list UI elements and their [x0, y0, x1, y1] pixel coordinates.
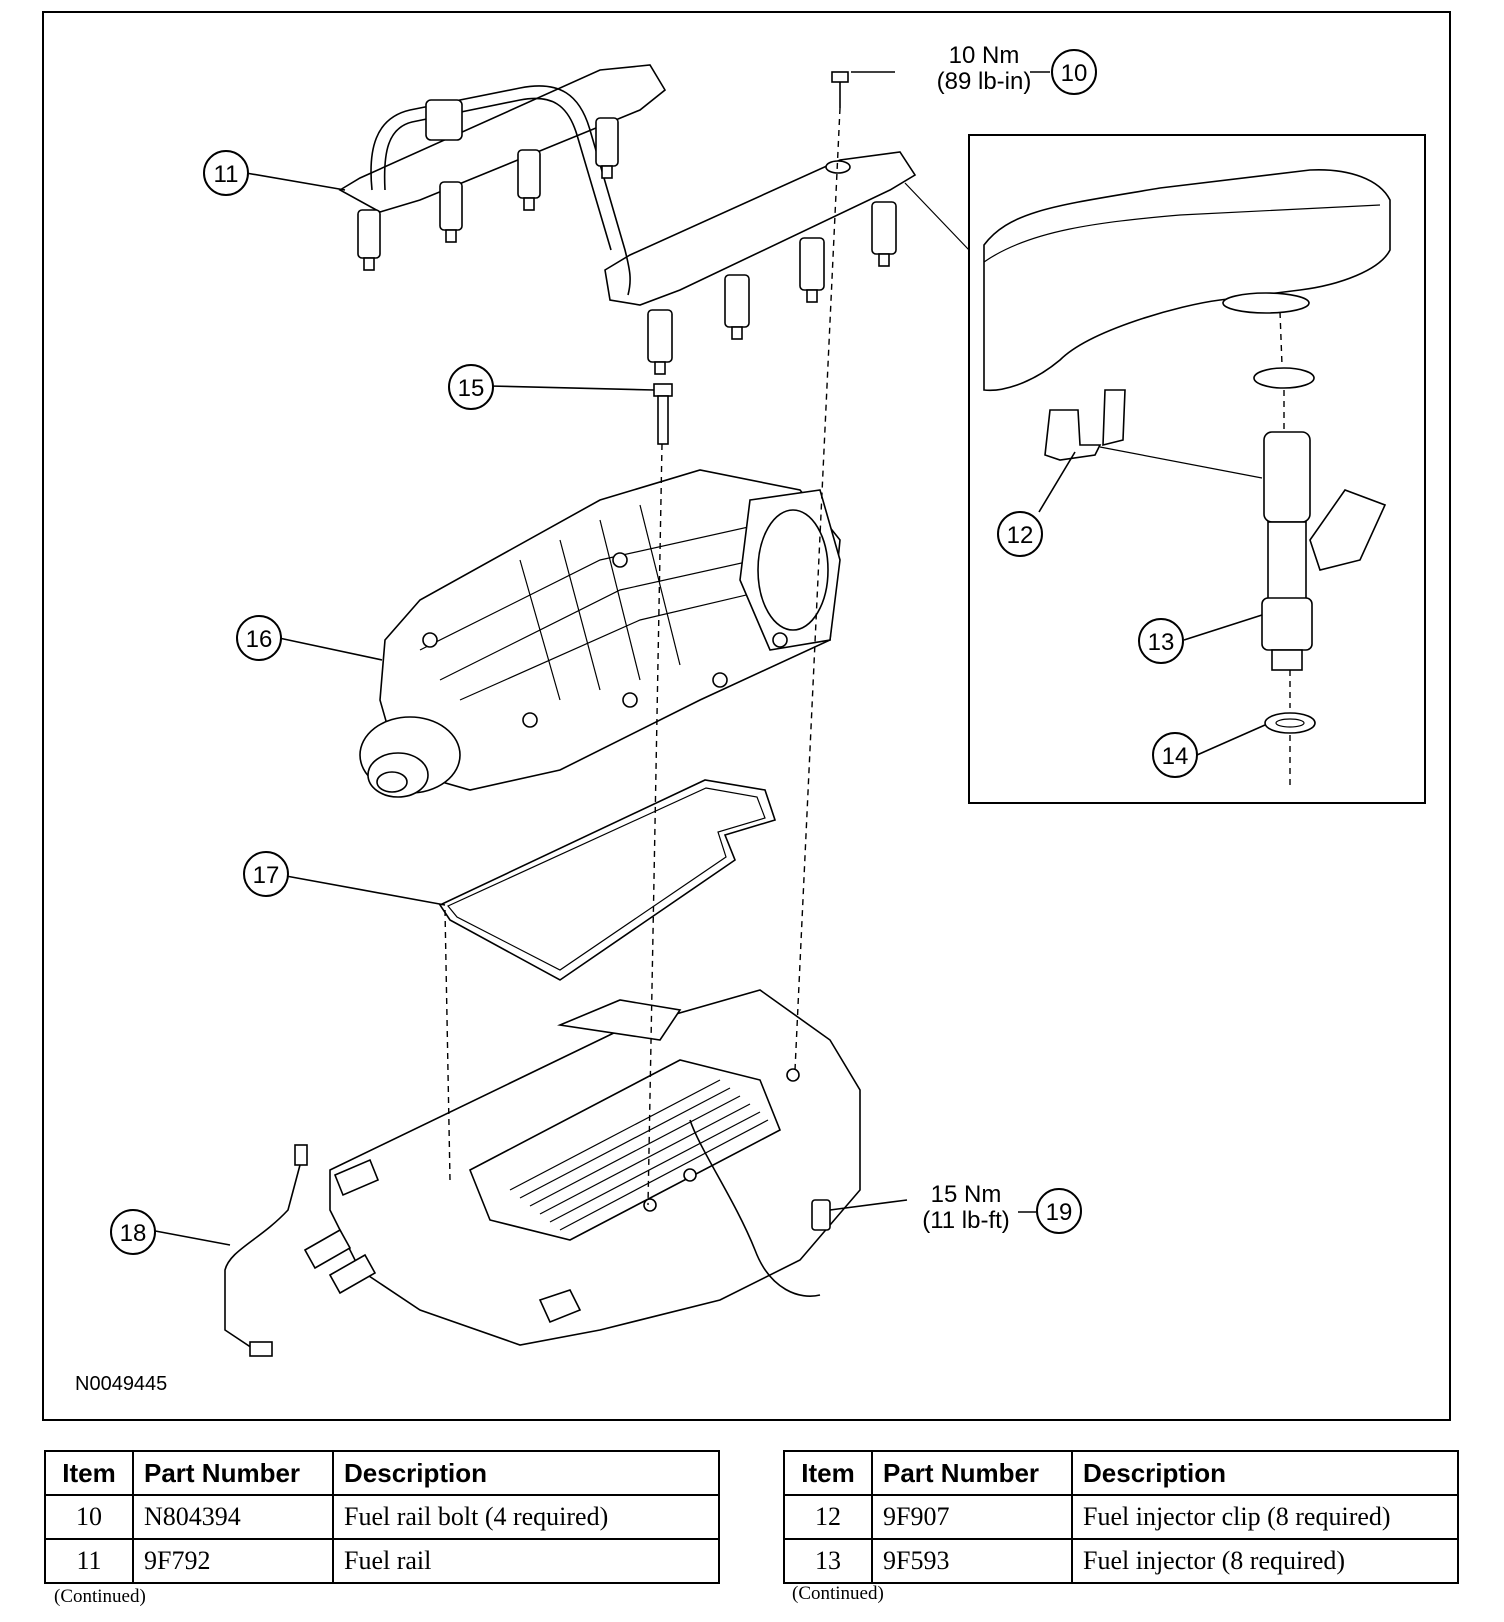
cell-part-number: N804394 [132, 1494, 334, 1540]
temperature-sensor [689, 1119, 908, 1297]
header-item: Item [783, 1450, 873, 1496]
cell-item: 12 [783, 1494, 873, 1540]
callout-circles: 10 11 12 13 14 15 16 17 18 19 [110, 49, 1198, 1255]
callout-10 [1051, 49, 1097, 95]
svg-text:13: 13 [1148, 629, 1175, 656]
svg-text:18: 18 [120, 1220, 147, 1247]
table-row: 11 9F792 Fuel rail [44, 1538, 720, 1584]
svg-text:(89 lb-in): (89 lb-in) [937, 68, 1032, 95]
callout-16 [236, 615, 282, 661]
header-description: Description [1071, 1450, 1459, 1496]
table-row: 12 9F907 Fuel injector clip (8 required) [783, 1494, 1459, 1540]
figure-reference-code: N0049445 [75, 1373, 167, 1395]
cell-part-number: 9F792 [132, 1538, 334, 1584]
supercharger-bolt [653, 383, 673, 445]
callout-13 [1138, 618, 1184, 664]
torque-spec-10: 10 Nm (89 lb-in) [937, 42, 1032, 95]
header-part-number: Part Number [132, 1450, 334, 1496]
intake-manifold [303, 989, 861, 1346]
cell-item: 11 [44, 1538, 134, 1584]
fuel-rail [338, 64, 917, 375]
callout-19 [1036, 1188, 1082, 1234]
svg-text:10 Nm: 10 Nm [949, 42, 1020, 69]
callout-15 [448, 364, 494, 410]
cell-item: 13 [783, 1538, 873, 1584]
svg-text:15: 15 [458, 375, 485, 402]
cell-description: Fuel injector clip (8 required) [1071, 1494, 1459, 1540]
header-description: Description [332, 1450, 720, 1496]
svg-text:12: 12 [1007, 522, 1034, 549]
exploded-diagram-frame [42, 11, 1451, 1421]
cell-description: Fuel injector (8 required) [1071, 1538, 1459, 1584]
sensor-harness [149, 1144, 308, 1357]
header-item: Item [44, 1450, 134, 1496]
callout-11 [203, 150, 249, 196]
exploded-diagram: 10 11 12 13 14 15 16 17 18 19 10 Nm (89 … [75, 42, 1426, 1395]
table-row: 10 N804394 Fuel rail bolt (4 required) [44, 1494, 720, 1540]
supercharger-gasket [438, 779, 777, 981]
callout-12 [997, 511, 1043, 557]
header-part-number: Part Number [871, 1450, 1073, 1496]
parts-table-right: Item Part Number Description 12 9F907 Fu… [783, 1450, 1459, 1584]
continued-note-left: (Continued) [54, 1586, 146, 1607]
callout-leaders [245, 71, 1266, 1213]
callout-14 [1152, 732, 1198, 778]
svg-text:17: 17 [253, 862, 280, 889]
cell-item: 10 [44, 1494, 134, 1540]
svg-text:16: 16 [246, 626, 273, 653]
continued-note-right: (Continued) [792, 1583, 884, 1604]
svg-text:10: 10 [1061, 60, 1088, 87]
cell-part-number: 9F593 [871, 1538, 1073, 1584]
supercharger [359, 469, 841, 798]
callout-17 [243, 851, 289, 897]
svg-text:19: 19 [1046, 1199, 1073, 1226]
cell-description: Fuel rail bolt (4 required) [332, 1494, 720, 1540]
svg-text:11: 11 [214, 161, 239, 188]
svg-text:15 Nm: 15 Nm [931, 1181, 1002, 1208]
cell-part-number: 9F907 [871, 1494, 1073, 1540]
callout-18 [110, 1209, 156, 1255]
injector-detail-inset [904, 134, 1426, 804]
parts-table-left: Item Part Number Description 10 N804394 … [44, 1450, 720, 1584]
table-row: 13 9F593 Fuel injector (8 required) [783, 1538, 1459, 1584]
svg-text:(11 lb-ft): (11 lb-ft) [922, 1207, 1010, 1234]
torque-spec-19: 15 Nm (11 lb-ft) [922, 1181, 1010, 1234]
cell-description: Fuel rail [332, 1538, 720, 1584]
alignment-lines [444, 107, 841, 1206]
svg-text:14: 14 [1162, 743, 1189, 770]
fuel-rail-bolt [831, 71, 895, 108]
